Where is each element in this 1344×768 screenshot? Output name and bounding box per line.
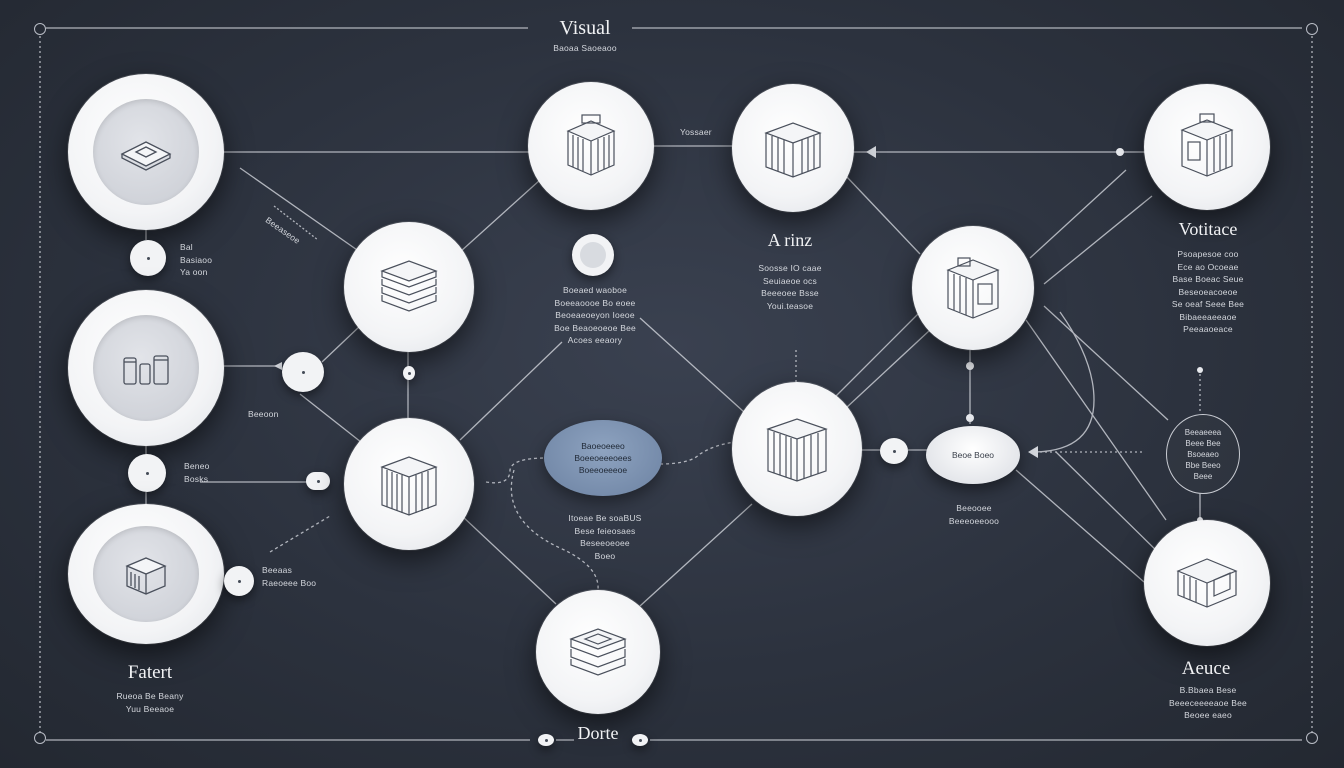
box-icon [125, 557, 167, 595]
node-left-top[interactable] [68, 74, 224, 230]
connector-dot-small-left[interactable] [306, 472, 330, 490]
filter-block-icon [566, 114, 616, 176]
stack-icon [569, 628, 627, 676]
cube-icon [766, 418, 828, 482]
stack-icon [380, 260, 438, 312]
label-left-dot1: Bal Basiaoo Ya oon [180, 242, 213, 277]
cube-icon [380, 456, 438, 516]
connector-dot-left-2[interactable] [128, 454, 166, 492]
title-top-right-far: Votitace [1178, 219, 1238, 239]
title-center-bottom: Dorte [577, 723, 619, 743]
connector-dot-left-3[interactable] [224, 566, 254, 596]
corner-ring-bottom-right [1306, 732, 1318, 744]
connector-dot-right-mid[interactable] [880, 438, 908, 464]
connector-dot-bottom-left[interactable] [538, 734, 554, 746]
node-center-right-mid[interactable] [732, 382, 862, 516]
label-mid-right-small: Beeooee Beeeoeeooo [948, 503, 1000, 526]
title-top-right-1: A rinz [767, 230, 813, 250]
corner-ring-top-left [34, 23, 46, 35]
title-right-bottom: Aeuce [1181, 658, 1231, 679]
label-left-dot2: Beneo Bosks [184, 461, 210, 484]
node-right-upper[interactable] [912, 226, 1034, 350]
title-left-bottom: Fatert [127, 662, 173, 683]
building-icon [946, 257, 1000, 319]
desc-right-bottom: B.Bbaea Bese Beeeceeeeaoe Bee Beoee eaeo [1169, 685, 1247, 720]
process-pill-blue[interactable]: Baoeoeeeo Boeeoeeeoees Boeeoeeeoe [544, 420, 662, 496]
tray-icon [120, 141, 172, 171]
process-pill-white[interactable]: Beoe Boeo [926, 426, 1020, 484]
process-ring-right[interactable]: Beeaeeea Beee Bee Bsoeaeo Bbe Beeo Beee [1166, 414, 1240, 494]
desc-top-right-far: Psoapesoe coo Ece ao Ocoeae Base Boeac S… [1171, 249, 1245, 334]
connector-dot-center-top[interactable] [572, 234, 614, 276]
center-lower-description: Itoeae Be soaBUS Bese feieosaes Beseeoeo… [568, 513, 642, 561]
node-top-right-1[interactable] [732, 84, 854, 212]
box-icon [1176, 558, 1238, 608]
node-center-top[interactable] [528, 82, 654, 210]
node-top-right-far[interactable] [1144, 84, 1270, 210]
desc-left-bottom: Rueoa Be Beany Yuu Beeaoe [116, 691, 184, 714]
node-center-bottom[interactable] [536, 590, 660, 714]
jars-icon [123, 355, 169, 385]
corner-ring-top-right [1306, 23, 1318, 35]
corner-ring-bottom-left [34, 732, 46, 744]
node-right-bottom[interactable] [1144, 520, 1270, 646]
connector-dot-bottom-right[interactable] [632, 734, 648, 746]
center-description: Boeaed waoboe Boeeaoooe Bo eoee Beoeaeoe… [554, 285, 636, 345]
connector-dot-left-1[interactable] [130, 240, 166, 276]
cube-icon [764, 122, 822, 178]
diagram-title: Visual [559, 17, 611, 39]
node-center-left-lower[interactable] [344, 418, 474, 550]
label-left-dot3: Beeaas Raeoeee Boo [262, 565, 317, 588]
label-top-mid-small: Yossaer [680, 127, 712, 137]
label-left-small: Beeoon [248, 409, 279, 419]
connector-dot-center-1[interactable] [403, 366, 415, 380]
node-center-left-upper[interactable] [344, 222, 474, 352]
building-icon [1180, 113, 1234, 177]
connector-dot-mid-left[interactable] [282, 352, 324, 392]
desc-top-right-1: Soosse IO caae Seuiaeoe ocs Beeeoee Bsse… [758, 263, 822, 311]
node-left-bottom[interactable] [68, 504, 224, 644]
node-left-mid[interactable] [68, 290, 224, 446]
diagram-subtitle: Baoaa Saoeaoo [553, 43, 617, 53]
